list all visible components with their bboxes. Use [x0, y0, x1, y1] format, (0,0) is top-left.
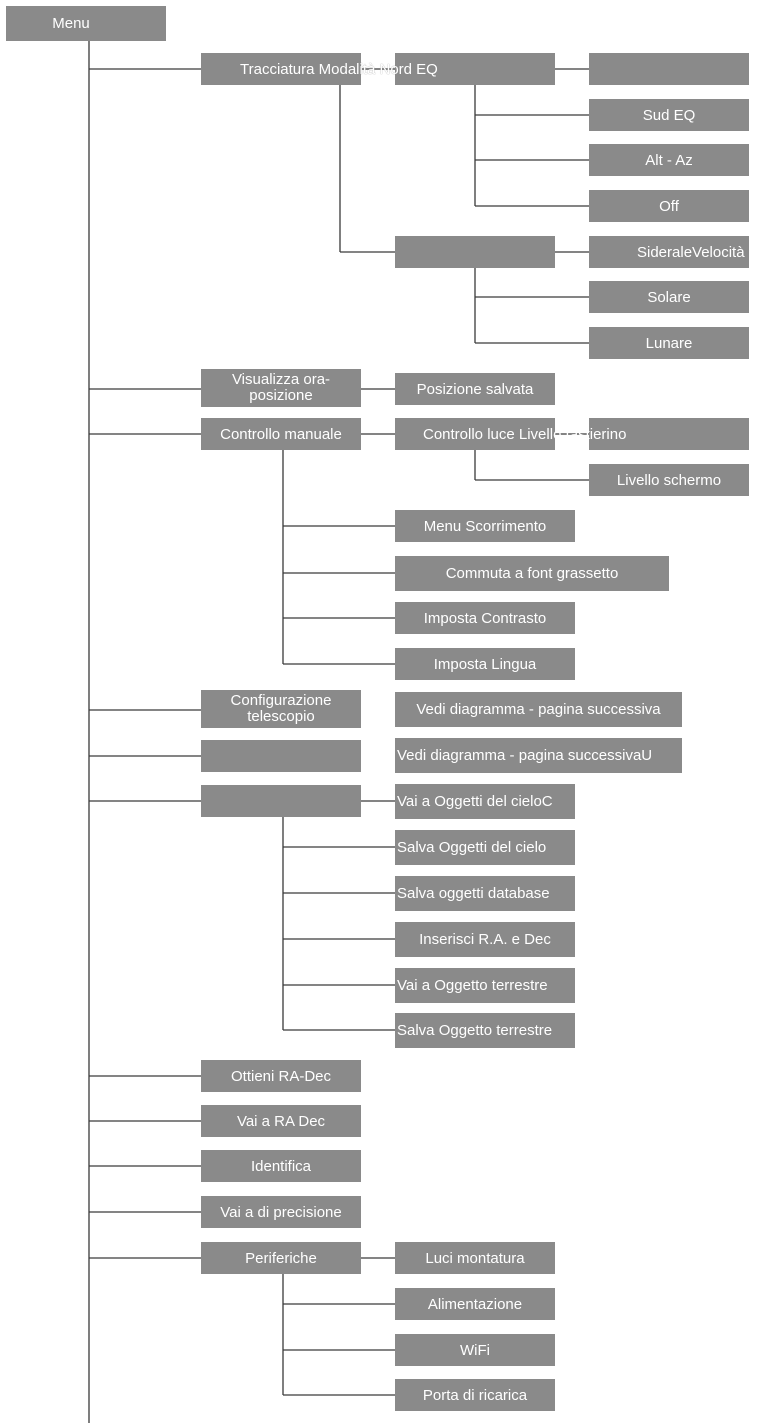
speed-option-siderale[interactable]: SideraleVelocità: [589, 236, 749, 268]
saved-position-item[interactable]: Posizione salvata: [395, 373, 555, 405]
scroll-menu-item[interactable]: Menu Scorrimento: [395, 510, 575, 542]
tracking-option-alt-az[interactable]: Alt - Az: [589, 144, 749, 176]
view-time-position-item[interactable]: Visualizza ora-posizione: [201, 369, 361, 407]
tracking-option-blank[interactable]: [589, 53, 749, 85]
screen-level-item[interactable]: Livello schermo: [589, 464, 749, 496]
contrast-item[interactable]: Imposta Contrasto: [395, 602, 575, 634]
identify-item[interactable]: Identifica: [201, 1150, 361, 1182]
speed-option-lunare[interactable]: Lunare: [589, 327, 749, 359]
telescope-config-item[interactable]: Configurazione telescopio: [201, 690, 361, 728]
mount-lights-item[interactable]: Luci montatura: [395, 1242, 555, 1274]
telescope-config-child[interactable]: Vedi diagramma - pagina successiva: [395, 692, 682, 727]
precise-goto-item[interactable]: Vai a di precisione: [201, 1196, 361, 1228]
get-ra-dec-item[interactable]: Ottieni RA-Dec: [201, 1060, 361, 1092]
speed-option-solare[interactable]: Solare: [589, 281, 749, 313]
blank-menu-item[interactable]: [201, 740, 361, 772]
goto-ra-dec-item[interactable]: Vai a RA Dec: [201, 1105, 361, 1137]
blank-menu-child[interactable]: Vedi diagramma - pagina successivaU: [395, 738, 682, 773]
save-land-object-item[interactable]: Salva Oggetto terrestre: [395, 1013, 575, 1048]
tracking-option-off[interactable]: Off: [589, 190, 749, 222]
enter-ra-dec-item[interactable]: Inserisci R.A. e Dec: [395, 922, 575, 957]
peripherals-item[interactable]: Periferiche: [201, 1242, 361, 1274]
power-supply-item[interactable]: Alimentazione: [395, 1288, 555, 1320]
language-item[interactable]: Imposta Lingua: [395, 648, 575, 680]
wifi-item[interactable]: WiFi: [395, 1334, 555, 1366]
manual-control-item[interactable]: Controllo manuale: [201, 418, 361, 450]
charging-port-item[interactable]: Porta di ricarica: [395, 1379, 555, 1411]
save-database-object-item[interactable]: Salva oggetti database: [395, 876, 575, 911]
goto-sky-object-item[interactable]: Vai a Oggetti del cieloC: [395, 784, 575, 819]
light-control-item[interactable]: Controllo luce Livello tastierino: [395, 418, 749, 450]
bold-font-item[interactable]: Commuta a font grassetto: [395, 556, 669, 591]
tracking-speed-item[interactable]: [395, 236, 555, 268]
save-sky-object-item[interactable]: Salva Oggetti del cielo: [395, 830, 575, 865]
sky-objects-item[interactable]: [201, 785, 361, 817]
goto-land-object-item[interactable]: Vai a Oggetto terrestre: [395, 968, 575, 1003]
tracking-mode-item[interactable]: Tracciatura Modalità Nord EQ: [201, 53, 555, 85]
tracking-option-sud-eq[interactable]: Sud EQ: [589, 99, 749, 131]
menu-root[interactable]: Menu: [6, 6, 166, 41]
